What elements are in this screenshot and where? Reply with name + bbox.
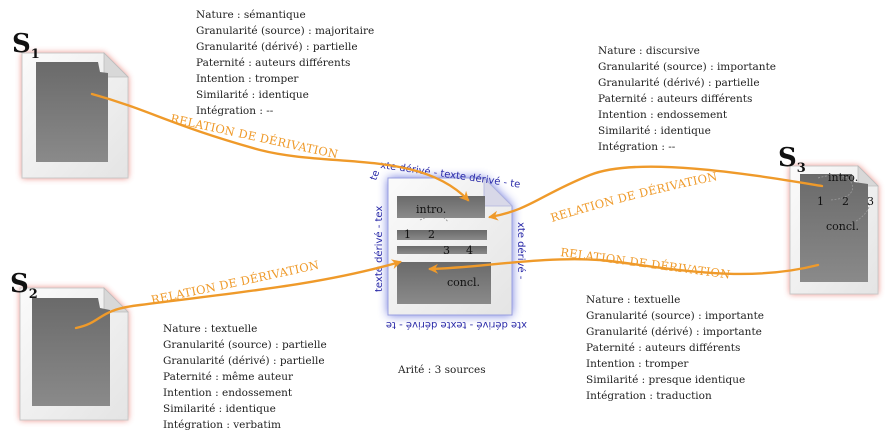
arrow-s3-to-derived-lower: [428, 257, 820, 276]
attribute-line: Intégration : --: [196, 105, 274, 117]
arity-label: Arité : 3 sources: [397, 364, 486, 376]
attribute-line: Nature : discursive: [598, 45, 700, 57]
s3-part-3: 3: [867, 195, 874, 208]
attribute-line: Paternité : même auteur: [163, 371, 294, 383]
source-label-s3: S3: [778, 143, 806, 176]
arrow-s1-to-derived: [90, 92, 470, 202]
relation-label-s1: RELATION DE DÉRIVATION: [169, 111, 339, 161]
derived-intro-label: intro.: [416, 203, 446, 216]
ring-text-bottom: xte dérivé - texte dérivé - te: [386, 319, 527, 331]
relation-label-s3-lower: RELATION DE DÉRIVATION: [560, 245, 732, 282]
attribute-line: Similarité : identique: [196, 89, 309, 101]
source-document-s1: [21, 52, 129, 179]
relation-label-s2: RELATION DE DÉRIVATION: [150, 258, 320, 307]
attributes-s2: Nature : textuelle Granularité (source) …: [163, 323, 327, 431]
attribute-line: Granularité (dérivé) : partielle: [163, 355, 325, 367]
attribute-line: Nature : sémantique: [196, 9, 306, 21]
attribute-line: Granularité (dérivé) : importante: [586, 326, 762, 338]
attribute-line: Similarité : identique: [598, 125, 711, 137]
attribute-line: Granularité (dérivé) : partielle: [598, 77, 760, 89]
attribute-line: Intention : tromper: [586, 358, 689, 370]
ring-text-left: texte dérivé - tex: [373, 206, 385, 292]
attributes-s3-upper: Nature : discursive Granularité (source)…: [598, 45, 776, 153]
source-document-s2: [19, 287, 129, 421]
attribute-line: Granularité (dérivé) : partielle: [196, 41, 358, 53]
attribute-line: Similarité : presque identique: [586, 374, 745, 386]
attribute-line: Intégration : --: [598, 141, 676, 153]
s3-concl-label: concl.: [826, 220, 859, 233]
attribute-line: Similarité : identique: [163, 403, 276, 415]
attributes-s1: Nature : sémantique Granularité (source)…: [196, 9, 374, 117]
s3-intro-label: intro.: [828, 171, 858, 184]
arrow-s3-to-derived-upper: [488, 165, 824, 221]
attribute-line: Intégration : verbatim: [163, 419, 281, 431]
attributes-s3-lower: Nature : textuelle Granularité (source) …: [586, 294, 764, 402]
attribute-line: Intention : endossement: [163, 387, 293, 399]
derived-part-3: 3: [443, 244, 450, 257]
source-label-s1: S1: [12, 29, 40, 62]
attribute-line: Intention : tromper: [196, 73, 299, 85]
attribute-line: Granularité (source) : majoritaire: [196, 25, 374, 37]
attribute-line: Intégration : traduction: [586, 390, 712, 402]
attribute-line: Nature : textuelle: [586, 294, 680, 306]
derived-part-4: 4: [466, 244, 473, 257]
attribute-line: Granularité (source) : importante: [586, 310, 764, 322]
arrow-s2-to-derived: [74, 259, 402, 330]
s3-part-1: 1: [817, 195, 824, 208]
attribute-line: Granularité (source) : partielle: [163, 339, 327, 351]
attribute-line: Paternité : auteurs différents: [598, 93, 752, 105]
s3-part-2: 2: [842, 195, 849, 208]
derivation-arrows: [74, 92, 824, 330]
source-label-s2: S2: [10, 269, 38, 302]
attribute-line: Granularité (source) : importante: [598, 61, 776, 73]
derived-part-2: 2: [428, 228, 435, 241]
attribute-line: Paternité : auteurs différents: [586, 342, 740, 354]
derived-document: [387, 177, 513, 316]
derived-part-1: 1: [404, 228, 411, 241]
derived-concl-label: concl.: [447, 276, 480, 289]
ring-text-top-left: te: [368, 169, 382, 182]
attribute-line: Paternité : auteurs différents: [196, 57, 350, 69]
ring-text-right: xte dérivé -: [515, 222, 527, 280]
attribute-line: Intention : endossement: [598, 109, 728, 121]
attribute-line: Nature : textuelle: [163, 323, 257, 335]
source-document-s3: [789, 165, 879, 295]
relation-label-s3-upper: RELATION DE DÉRIVATION: [549, 169, 719, 225]
